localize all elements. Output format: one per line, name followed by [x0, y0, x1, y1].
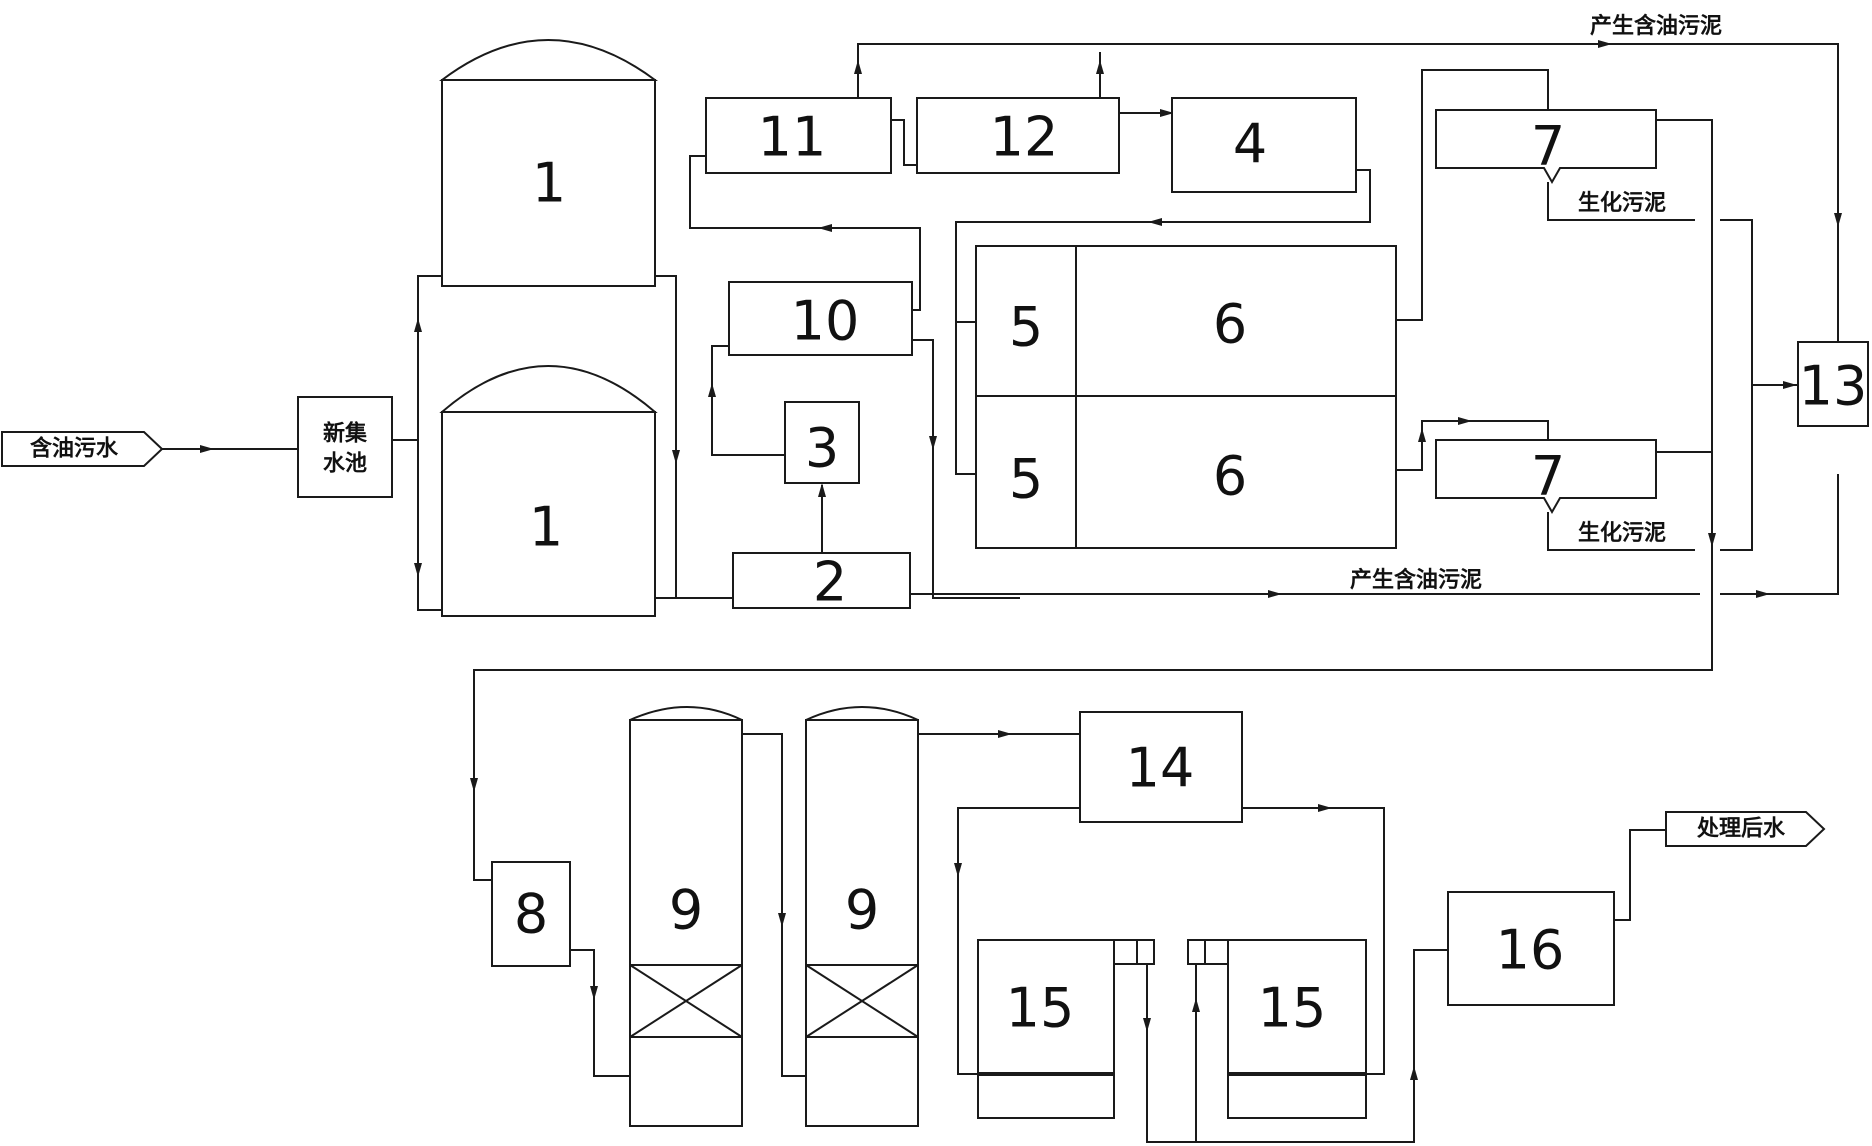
flow-unit11-to-unit12: [891, 119, 917, 166]
flow-bio-sludge-1: [1547, 182, 1695, 221]
unit-4: 4: [1171, 97, 1357, 193]
unit-7-bottom-number: 7: [1531, 445, 1565, 508]
unit-9a-number: 9: [669, 879, 703, 942]
flow-unit15-to-unit16: [1196, 949, 1448, 1143]
unit-11: 11: [705, 97, 892, 174]
unit-1-tank-bottom: 1: [439, 365, 658, 617]
unit-7-top-number: 7: [1531, 115, 1565, 178]
flow-bio-sludge-1-to-unit13: [1720, 219, 1798, 386]
unit-6-top-number: 6: [1213, 293, 1247, 356]
bio-sludge-1-label: 生化污泥: [1578, 190, 1666, 216]
bio-sludge-2-label: 生化污泥: [1578, 520, 1666, 546]
unit-1-top-number: 1: [532, 152, 566, 215]
unit-14: 14: [1079, 711, 1243, 823]
unit-7-top-clarifier: 7: [1435, 109, 1657, 185]
collection-pool-label-line1: 新集: [323, 421, 368, 447]
flow-oily-mid-to-unit13: [1720, 474, 1839, 595]
flow-unit16-to-outlet: [1614, 829, 1666, 921]
unit-15b-number: 15: [1258, 977, 1327, 1040]
unit-7-bottom-clarifier: 7: [1435, 439, 1657, 515]
unit-12: 12: [916, 97, 1120, 174]
unit-13: 13: [1797, 341, 1869, 427]
flow-pool-to-tank1-top: [392, 275, 442, 441]
flow-to-unit5-bottom: [955, 322, 976, 475]
flow-tank1-to-unit2: [655, 275, 733, 599]
unit-9-column-a: 9: [629, 706, 743, 1127]
unit-12-number: 12: [990, 106, 1059, 169]
unit-1-tank-top: 1: [439, 39, 659, 287]
flow-unit7-to-unit8: [473, 119, 1713, 881]
inlet-label: 含油污水: [30, 436, 119, 462]
flow-pool-to-tank1-bottom: [417, 440, 442, 611]
flow-unit9a-to-unit9b: [742, 733, 806, 1077]
unit-8-number: 8: [514, 883, 548, 946]
unit-3: 3: [784, 401, 860, 484]
unit-4-number: 4: [1233, 113, 1267, 176]
unit-11-number: 11: [758, 106, 827, 169]
unit-13-number: 13: [1799, 355, 1868, 418]
unit-5-top-number: 5: [1009, 296, 1043, 359]
unit-3-number: 3: [805, 417, 839, 480]
unit-2-number: 2: [813, 551, 847, 614]
unit-16: 16: [1447, 891, 1615, 1006]
unit-1-bottom-number: 1: [529, 496, 563, 559]
unit-9-column-b: 9: [805, 706, 919, 1127]
flow-bio-sludge-2-to-unit13: [1720, 385, 1753, 551]
unit-8: 8: [491, 861, 571, 967]
unit-15-basin-a: 15: [977, 939, 1155, 1119]
unit-5-bottom-number: 5: [1009, 448, 1043, 511]
unit-14-number: 14: [1126, 737, 1195, 800]
unit-16-number: 16: [1496, 919, 1565, 982]
flow-unit14-to-unit15a: [957, 807, 1080, 1075]
inlet-tag: 含油污水: [1, 431, 164, 467]
flow-unit8-to-unit9a: [570, 949, 630, 1077]
flow-bio-sludge-2: [1547, 512, 1695, 551]
unit-6-bottom-number: 6: [1213, 445, 1247, 508]
flow-unit10-down: [912, 339, 1020, 599]
unit-10-number: 10: [791, 290, 860, 353]
unit-15a-number: 15: [1006, 977, 1075, 1040]
flow-unit3-to-unit10: [711, 345, 785, 456]
outlet-tag: 处理后水: [1665, 811, 1826, 847]
flow-unit6-to-unit7-bottom: [1396, 420, 1549, 471]
oily-sludge-mid-label: 产生含油污泥: [1350, 567, 1482, 593]
unit-10: 10: [728, 281, 913, 356]
unit-5-6-block: 5 5 6 6: [975, 245, 1397, 549]
flow-unit6-to-unit7-top: [1396, 69, 1549, 321]
unit-2: 2: [732, 551, 911, 614]
unit-9b-number: 9: [845, 879, 879, 942]
unit-15-basin-b: 15: [1187, 939, 1367, 1119]
collection-pool: 新集 水池: [297, 396, 393, 498]
flow-unit15-connection: [1146, 964, 1197, 1143]
collection-pool-label-line2: 水池: [323, 452, 367, 477]
flow-unit10-to-unit11: [689, 155, 921, 311]
oily-sludge-top-label: 产生含油污泥: [1590, 13, 1722, 39]
outlet-label: 处理后水: [1696, 816, 1786, 842]
